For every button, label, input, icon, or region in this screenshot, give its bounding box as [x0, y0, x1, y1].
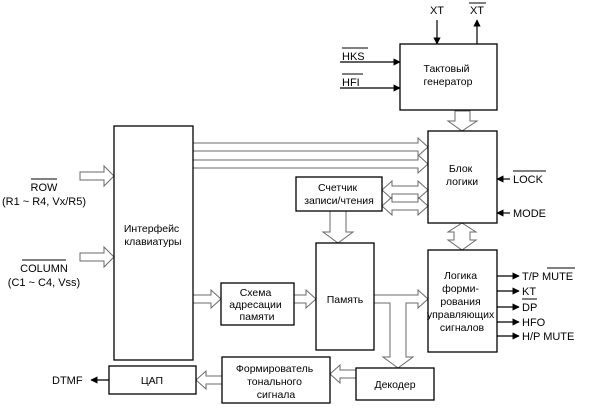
counter-to-memory-bus — [321, 210, 355, 244]
column-bus-arrow — [79, 245, 115, 269]
control-logic-block: Логика форми- рования управляющих сигнал… — [427, 249, 498, 353]
xt-label: XT — [430, 5, 444, 17]
xt-bar-label: XT — [470, 5, 484, 17]
logic-control-bus — [446, 222, 478, 251]
interface-to-address-bus — [192, 288, 222, 310]
hfo-label: HFO — [522, 317, 546, 329]
row-label: ROW — [31, 182, 59, 194]
address-scheme-block: Схема адресации памяти — [220, 282, 295, 326]
column-desc: (C1 ~ C4, Vss) — [8, 277, 80, 289]
logic-block-label: Блок логики — [446, 163, 478, 188]
signal-labels: XT XT HKS HFI LOCK MODE ROW (R1 ~ R4, Vx… — [2, 2, 575, 387]
dac-block: ЦАП — [108, 365, 197, 395]
tone-to-dac-bus — [195, 369, 223, 391]
keyboard-interface-block: Интерфейс клавиатуры — [113, 125, 194, 361]
address-scheme-label: Схема адресации памяти — [229, 287, 284, 323]
signal-wires — [90, 19, 520, 384]
lock-label: LOCK — [513, 174, 544, 186]
hfi-label: HFI — [342, 77, 360, 89]
row-bus-arrow — [79, 164, 115, 188]
rw-counter-block: Счетчик записи/чтения — [295, 176, 383, 212]
clock-to-logic-bus — [446, 110, 479, 132]
memory-label: Память — [327, 294, 364, 306]
interface-to-logic-bus-lower — [192, 153, 429, 175]
clock-generator-label: Тактовый генератор — [424, 63, 473, 88]
tone-shaper-block: Формирователь тонального сигнала — [221, 356, 331, 404]
hks-label: HKS — [342, 51, 365, 63]
dtmf-label: DTMF — [52, 375, 83, 387]
dac-label: ЦАП — [141, 375, 163, 387]
logic-block: Блок логики — [427, 130, 498, 224]
mode-label: MODE — [513, 208, 546, 220]
tone-shaper-label: Формирователь тонального сигнала — [236, 363, 316, 401]
decoder-to-tone-bus — [329, 363, 357, 385]
tp-mute-label: T/P MUTE — [522, 271, 573, 283]
decoder-block: Декодер — [355, 367, 435, 401]
keyboard-interface-label: Интерфейс клавиатуры — [124, 223, 182, 248]
counter-logic-bus-2 — [381, 195, 429, 217]
rw-counter-label: Счетчик записи/чтения — [304, 182, 374, 207]
hp-mute-label: H/P MUTE — [522, 331, 574, 343]
control-logic-label: Логика форми- рования управляющих сигнал… — [427, 270, 497, 334]
address-to-memory-bus — [293, 288, 317, 310]
column-label: COLUMN — [20, 263, 68, 275]
clock-generator-block: Тактовый генератор — [399, 43, 498, 111]
counter-logic-bus — [381, 179, 429, 201]
row-desc: (R1 ~ R4, Vx/R5) — [2, 196, 86, 208]
kt-label: KT — [522, 286, 536, 298]
dp-label: DP — [522, 302, 537, 314]
memory-block: Память — [315, 242, 375, 351]
decoder-label: Декодер — [374, 379, 415, 391]
interface-to-logic-bus-upper — [192, 136, 429, 158]
memory-to-control-and-decoder-bus — [373, 288, 429, 369]
